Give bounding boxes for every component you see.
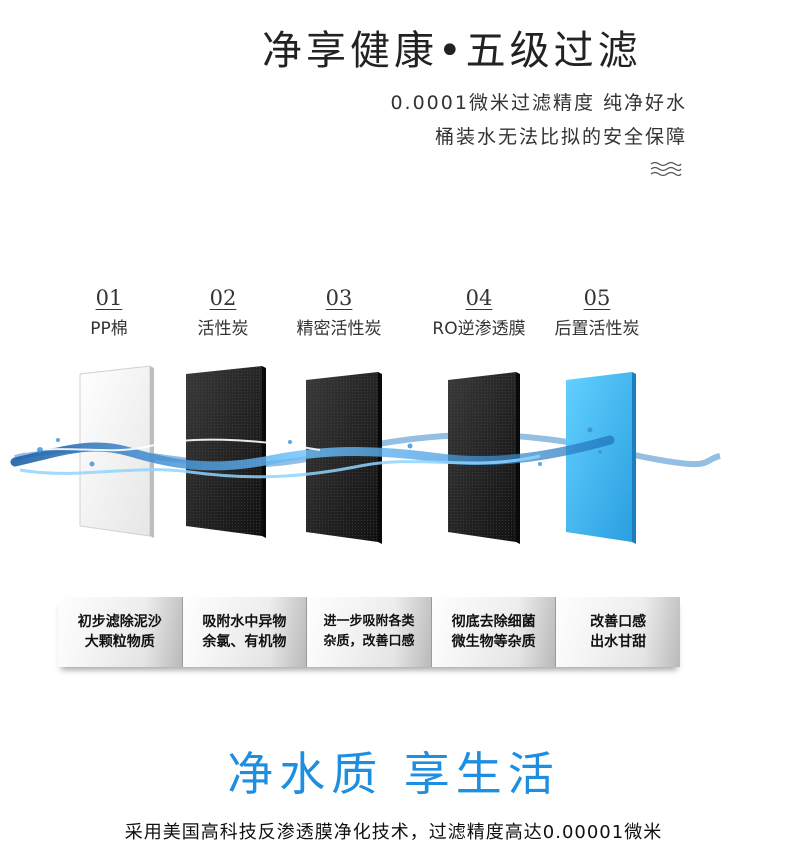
stage-name: 精密活性炭 [296, 319, 382, 339]
description-line: 杂质，改善口感 [323, 634, 415, 649]
stage-heading-03: 03 精密活性炭 [264, 286, 414, 339]
description-line: 吸附水中异物 [202, 614, 287, 630]
stage-heading-04: 04 RO逆渗透膜 [404, 286, 554, 339]
filter-panel-carbon [186, 366, 266, 538]
stage-name: RO逆渗透膜 [432, 319, 526, 339]
stage-number: 02 [209, 286, 237, 310]
water-stream-front [10, 435, 615, 471]
stage-heading-02: 02 活性炭 [148, 286, 298, 339]
stage-description-bar: 初步滤除泥沙 大颗粒物质 吸附水中异物 余氯、有机物 进一步吸附各类 杂质，改善… [58, 597, 680, 667]
wave-lines-icon [650, 161, 682, 177]
subtitle-precision: 0.0001微米过滤精度 纯净好水 [390, 92, 687, 114]
stage-name: 活性炭 [197, 319, 249, 339]
page-title: 净享健康•五级过滤 [262, 28, 642, 74]
stage-heading-05: 05 后置活性炭 [522, 286, 672, 339]
description-line: 出水甘甜 [590, 634, 647, 650]
stage-description-02: 吸附水中异物 余氯、有机物 [182, 597, 308, 667]
stage-number: 01 [95, 286, 123, 310]
filter-illustration [10, 365, 721, 544]
stage-name: PP棉 [90, 319, 128, 339]
filter-panel-post-carbon [566, 372, 636, 544]
description-line: 余氯、有机物 [202, 634, 287, 650]
description-line: 彻底去除细菌 [451, 614, 536, 630]
technology-footnote: 采用美国高科技反渗透膜净化技术，过滤精度高达0.00001微米 [124, 822, 663, 843]
subtitle-safety: 桶装水无法比拟的安全保障 [434, 126, 687, 148]
stage-description-03: 进一步吸附各类 杂质，改善口感 [307, 597, 432, 667]
stage-number: 04 [465, 286, 493, 310]
slogan: 净水质 享生活 [227, 747, 560, 801]
filter-panel-precision-carbon [306, 372, 382, 544]
description-line: 大颗粒物质 [84, 634, 155, 650]
stage-name: 后置活性炭 [554, 319, 640, 339]
description-line: 微生物等杂质 [451, 634, 536, 650]
stage-description-01: 初步滤除泥沙 大颗粒物质 [58, 597, 183, 667]
stage-description-04: 彻底去除细菌 微生物等杂质 [431, 597, 557, 667]
description-line: 改善口感 [590, 614, 647, 630]
stage-number: 05 [583, 286, 611, 310]
description-line: 初步滤除泥沙 [77, 614, 162, 630]
stage-heading-01: 01 PP棉 [34, 286, 184, 339]
stage-description-05: 改善口感 出水甘甜 [556, 597, 680, 667]
description-line: 进一步吸附各类 [323, 614, 415, 629]
stage-number: 03 [325, 286, 353, 310]
